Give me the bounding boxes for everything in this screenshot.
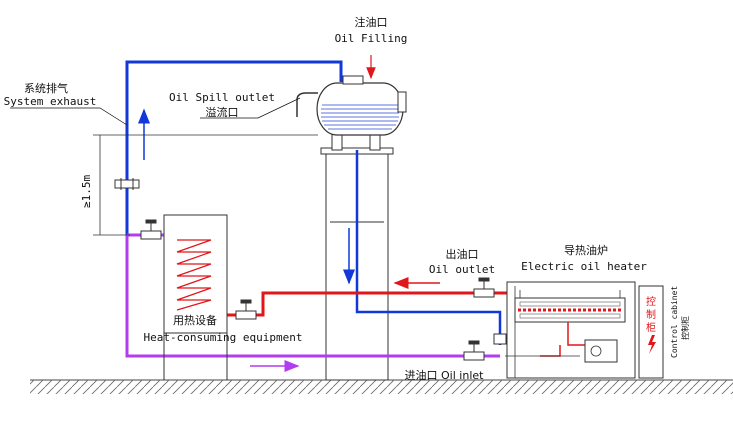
oil-spill-pipe: [296, 92, 318, 117]
oil-level-lines: [321, 104, 399, 130]
heating-coil: [176, 239, 212, 311]
height-label: ≥1.5m: [80, 175, 93, 208]
ground: [30, 379, 733, 394]
oil-spill-label-en: Oil Spill outlet: [169, 91, 275, 104]
oil-filling-label-en: Oil Filling: [335, 32, 408, 45]
blue-drain-line: [355, 150, 502, 345]
oil-outlet-label-cn: 出油口: [446, 247, 479, 261]
cabinet-label-cn-side: 控制柜: [680, 316, 690, 340]
electric-oil-heater: [505, 281, 636, 379]
heater-label-en: Electric oil heater: [521, 260, 647, 273]
blue-exhaust-line: [125, 60, 343, 235]
cabinet-label-cn-2: 制: [646, 308, 656, 321]
equipment-label-cn: 用热设备: [173, 313, 217, 327]
valve-return-top: [140, 219, 162, 240]
system-exhaust-label-en: System exhaust: [4, 95, 97, 108]
exhaust-leader: [10, 107, 128, 126]
oil-filling-label-cn: 注油口: [355, 15, 388, 29]
valve-supply-equipment: [235, 299, 257, 320]
valve-oil-inlet: [463, 340, 485, 361]
oil-inlet-label: 进油口 Oil inlet: [405, 368, 485, 382]
lightning-icon: [648, 335, 656, 354]
cabinet-label-cn-1: 控: [646, 295, 656, 308]
cabinet-label-en: Control cabinet: [670, 286, 679, 358]
spill-leader: [200, 97, 301, 119]
height-dimension: [93, 134, 318, 236]
valve-exhaust: [114, 178, 140, 190]
expansion-tank: [316, 75, 407, 151]
valve-drain: [493, 333, 507, 345]
oil-outlet-label-en: Oil outlet: [429, 263, 495, 276]
valve-oil-outlet: [473, 277, 495, 298]
system-exhaust-label-cn: 系统排气: [24, 81, 68, 95]
heater-label-cn: 导热油炉: [564, 243, 608, 257]
cabinet-label-cn-3: 柜: [646, 321, 656, 334]
control-cabinet: [638, 285, 664, 379]
purple-return-line: [125, 235, 500, 358]
heat-consuming-equipment: [163, 214, 228, 380]
equipment-label-en: Heat-consuming equipment: [144, 331, 303, 344]
oil-spill-label-cn: 溢流口: [206, 105, 239, 119]
